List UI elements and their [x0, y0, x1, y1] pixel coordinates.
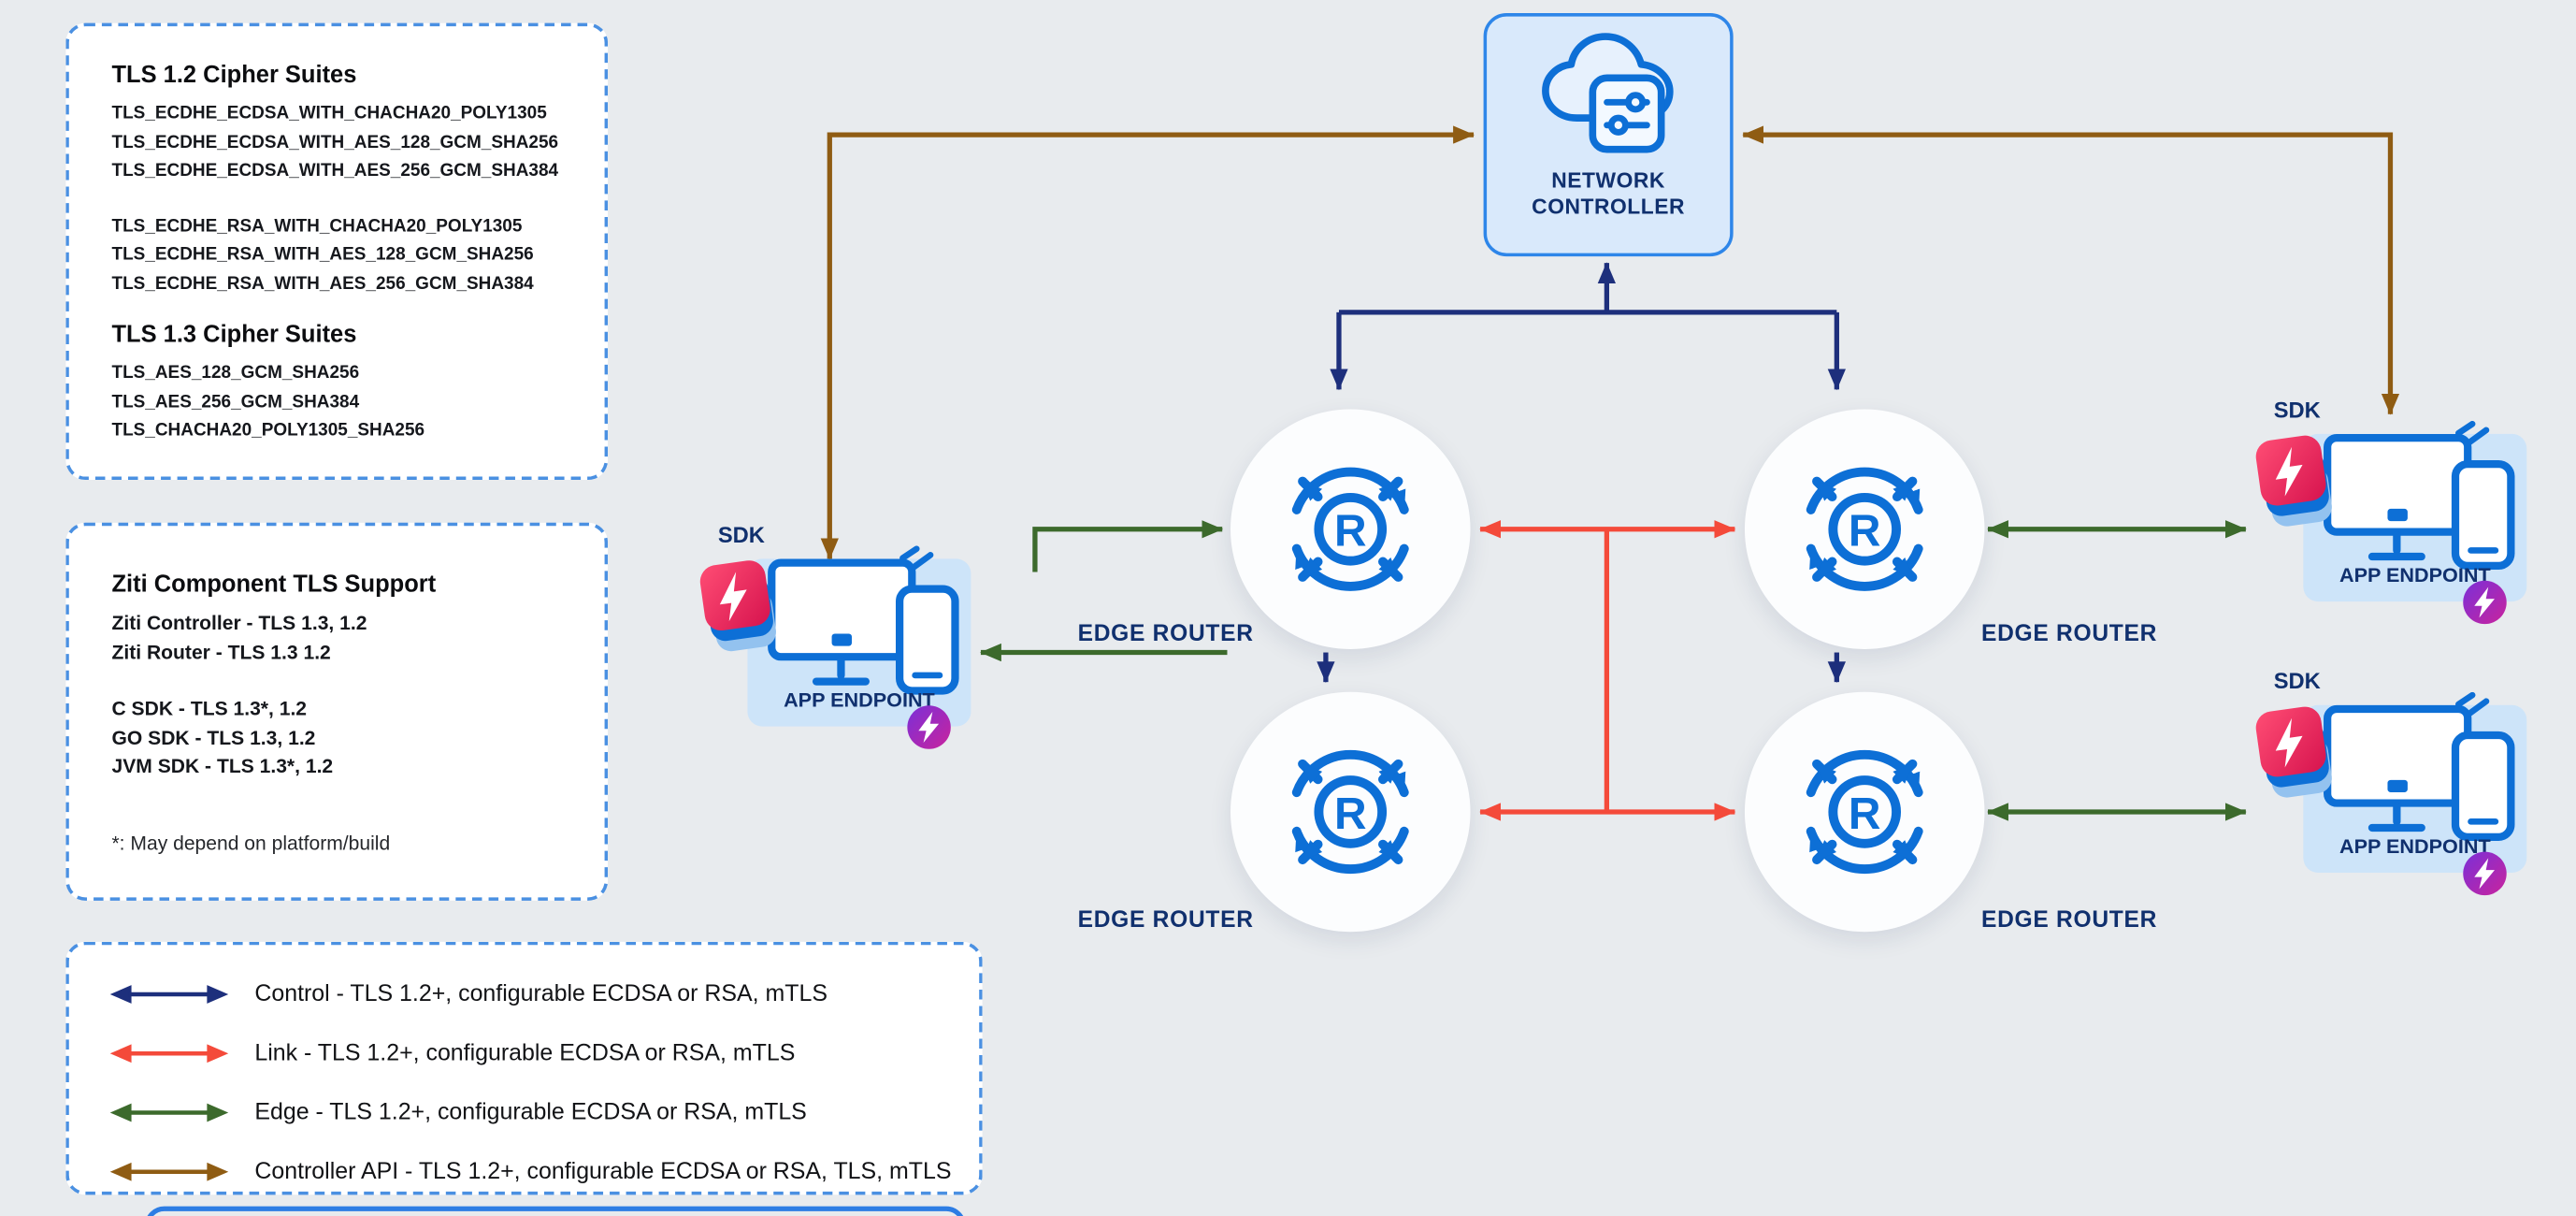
- controller-label-line1: NETWORK: [1551, 167, 1665, 193]
- tls12-ecdsa-suite: TLS_ECDHE_ECDSA_WITH_AES_256_GCM_SHA384: [111, 161, 559, 181]
- sdk-label: SDK: [2273, 669, 2321, 694]
- app-endpoint-label: APP ENDPOINT: [784, 688, 935, 712]
- tls13-suite: TLS_AES_256_GCM_SHA384: [111, 392, 360, 413]
- tls13-suite: TLS_CHACHA20_POLY1305_SHA256: [111, 420, 425, 441]
- layered-sdk-bolt-icon: [2253, 432, 2334, 529]
- component-footnote: *: May depend on platform/build: [111, 831, 391, 854]
- tls12-rsa-suite: TLS_ECDHE_RSA_WITH_AES_128_GCM_SHA256: [111, 244, 534, 265]
- controller-label-line2: CONTROLLER: [1532, 193, 1686, 218]
- tls13-suite: TLS_AES_128_GCM_SHA256: [111, 363, 360, 384]
- edge-router-label-bottom-right: EDGE ROUTER: [1980, 905, 2158, 933]
- edge-router-node-top-left: [1230, 409, 1471, 650]
- edge-router-label-top-right: EDGE ROUTER: [1980, 619, 2158, 646]
- legend-panel: Control - TLS 1.2+, configurable ECDSA o…: [65, 941, 983, 1195]
- api-arrow-right: [1742, 125, 2400, 415]
- link-arrow-icon: [109, 1044, 229, 1064]
- tls12-ecdsa-suite: TLS_ECDHE_ECDSA_WITH_CHACHA20_POLY1305: [111, 103, 547, 123]
- tls12-rsa-suite: TLS_ECDHE_RSA_WITH_AES_256_GCM_SHA384: [111, 273, 534, 294]
- ziti-bolt-badge-icon: [907, 705, 951, 749]
- app-endpoint-node-left: SDK APP ENDPOINT: [698, 523, 981, 770]
- edge-arrow-left-to-router: [1032, 520, 1224, 572]
- app-endpoint-label: APP ENDPOINT: [2339, 563, 2491, 587]
- edge-router-label-bottom-left: EDGE ROUTER: [1077, 905, 1254, 933]
- legend-label-link: Link - TLS 1.2+, configurable ECDSA or R…: [254, 1040, 796, 1067]
- legend-item-controller-api: Controller API - TLS 1.2+, configurable …: [105, 1142, 979, 1201]
- control-arrow-icon: [109, 985, 229, 1004]
- legend-label-controller-api: Controller API - TLS 1.2+, configurable …: [254, 1158, 952, 1185]
- edge-router-node-bottom-left: [1230, 691, 1471, 933]
- cropped-panel-edge: [144, 1206, 967, 1216]
- sdk-label: SDK: [717, 522, 765, 548]
- edge-router-label-top-left: EDGE ROUTER: [1077, 619, 1254, 646]
- layered-sdk-bolt-icon: [698, 557, 779, 655]
- ziti-bolt-badge-icon: [2463, 851, 2507, 896]
- tls12-rsa-suite: TLS_ECDHE_RSA_WITH_CHACHA20_POLY1305: [111, 216, 523, 237]
- component-row: JVM SDK - TLS 1.3*, 1.2: [111, 754, 334, 778]
- edge-router-node-bottom-right: [1744, 691, 1985, 933]
- component-row: Ziti Router - TLS 1.3 1.2: [111, 640, 331, 663]
- legend-label-control: Control - TLS 1.2+, configurable ECDSA o…: [254, 980, 827, 1008]
- router-circulating-arrows-icon: [1274, 734, 1428, 889]
- controller-api-arrow-icon: [109, 1162, 229, 1181]
- edge-router-node-top-right: [1744, 409, 1985, 650]
- tls13-ciphers-title: TLS 1.3 Cipher Suites: [111, 322, 357, 349]
- cloud-settings-icon: [1532, 28, 1686, 160]
- sdk-label: SDK: [2273, 398, 2321, 423]
- tls12-ecdsa-suite: TLS_ECDHE_ECDSA_WITH_AES_128_GCM_SHA256: [111, 132, 559, 152]
- network-controller-node: NETWORK CONTROLLER: [1483, 13, 1734, 257]
- ziti-bolt-badge-icon: [2463, 580, 2507, 625]
- tls12-ciphers-title: TLS 1.2 Cipher Suites: [111, 62, 357, 89]
- legend-item-link: Link - TLS 1.2+, configurable ECDSA or R…: [105, 1024, 979, 1083]
- spacer: [111, 186, 582, 212]
- component-tls-title: Ziti Component TLS Support: [111, 572, 437, 599]
- app-endpoint-node-right-bottom: SDK APP ENDPOINT: [2253, 669, 2537, 916]
- router-circulating-arrows-icon: [1788, 452, 1942, 606]
- component-row: Ziti Controller - TLS 1.3, 1.2: [111, 611, 367, 635]
- edge-arrow-icon: [109, 1103, 229, 1122]
- app-endpoint-node-right-top: SDK APP ENDPOINT: [2253, 398, 2537, 644]
- cipher-suites-panel: TLS 1.2 Cipher Suites TLS_ECDHE_ECDSA_WI…: [65, 22, 609, 481]
- layered-sdk-bolt-icon: [2253, 703, 2334, 801]
- router-circulating-arrows-icon: [1274, 452, 1428, 606]
- legend-item-edge: Edge - TLS 1.2+, configurable ECDSA or R…: [105, 1083, 979, 1142]
- legend-item-control: Control - TLS 1.2+, configurable ECDSA o…: [105, 964, 979, 1023]
- legend-label-edge: Edge - TLS 1.2+, configurable ECDSA or R…: [254, 1099, 807, 1126]
- component-row: C SDK - TLS 1.3*, 1.2: [111, 696, 308, 720]
- router-circulating-arrows-icon: [1788, 734, 1942, 889]
- spacer: [111, 667, 582, 695]
- app-endpoint-label: APP ENDPOINT: [2339, 834, 2491, 859]
- component-row: GO SDK - TLS 1.3, 1.2: [111, 725, 316, 749]
- component-tls-panel: Ziti Component TLS Support Ziti Controll…: [65, 522, 609, 901]
